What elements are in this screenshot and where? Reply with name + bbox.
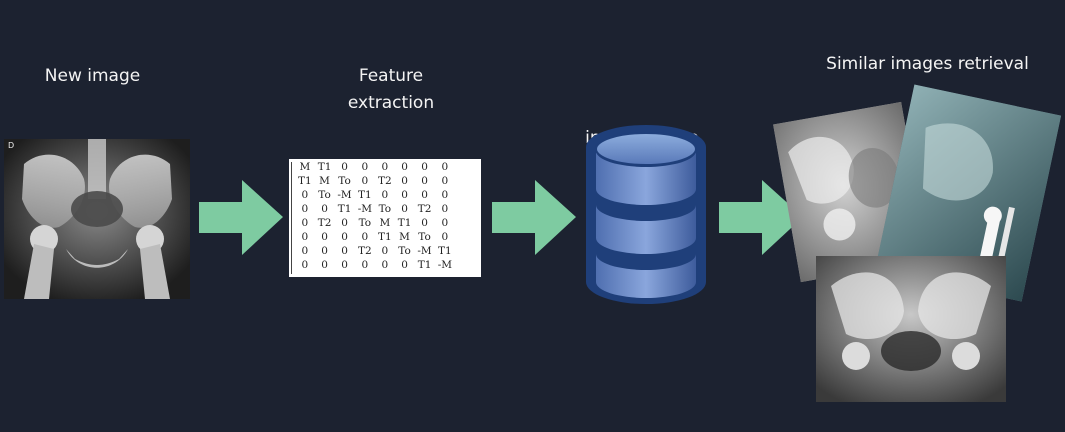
matrix-cell: 0 (301, 217, 309, 229)
matrix-cell: T1 (417, 259, 432, 271)
matrix-cell: -M (437, 259, 452, 271)
matrix-cell: 0 (441, 189, 449, 201)
matrix-cell: 0 (301, 189, 309, 201)
label-similar-images-retrieval: Similar images retrieval (805, 51, 1050, 78)
matrix-cell: To (378, 203, 392, 215)
matrix-cell: 0 (381, 189, 389, 201)
matrix-cell: 0 (341, 217, 348, 229)
matrix-cell: 0 (401, 161, 408, 173)
matrix-cell: To (398, 245, 411, 257)
matrix-cell: M (319, 175, 330, 187)
matrix-cell: 0 (441, 217, 449, 229)
matrix-row: 0 T2 0 To M T1 0 0 (295, 216, 455, 230)
matrix-cell: 0 (361, 231, 369, 243)
database-icon (586, 125, 706, 304)
matrix-cell: 0 (381, 245, 389, 257)
matrix-cell: T1 (298, 175, 312, 187)
matrix-cell: T1 (397, 217, 412, 229)
matrix-cell: 0 (341, 259, 348, 271)
matrix-cell: 0 (301, 245, 309, 257)
matrix-cell: -M (357, 203, 372, 215)
retrieved-image-3 (816, 256, 1006, 402)
arrow-right-icon (492, 180, 576, 255)
matrix-cell: 0 (441, 203, 449, 215)
matrix-cell: 0 (321, 259, 328, 271)
label-line: Similar images retrieval (826, 54, 1029, 74)
matrix-cell: T1 (358, 189, 372, 201)
label-line: Feature (358, 66, 424, 86)
matrix-cell: 0 (401, 189, 408, 201)
matrix-cell: M (299, 161, 311, 173)
matrix-cell: 0 (421, 217, 428, 229)
matrix-cell: To (318, 189, 331, 201)
matrix-cell: 0 (361, 161, 369, 173)
matrix-cell: 0 (421, 161, 428, 173)
matrix-cell: 0 (341, 231, 348, 243)
matrix-cell: 0 (441, 175, 449, 187)
matrix-cell: To (338, 175, 351, 187)
matrix-cell: 0 (341, 161, 348, 173)
xray-corner-marker: D (8, 141, 15, 150)
matrix-cell: 0 (441, 231, 449, 243)
pelvis-xray-image (816, 256, 1006, 402)
matrix-cell: M (379, 217, 391, 229)
matrix-row: T1 M To 0 T2 0 0 0 (295, 174, 455, 188)
label-feature-extraction: Feature extraction (320, 63, 462, 117)
matrix-cell: 0 (321, 203, 328, 215)
matrix-cell: T1 (378, 231, 392, 243)
matrix-cell: 0 (381, 161, 389, 173)
matrix-cell: 0 (361, 259, 369, 271)
label-line: New image (44, 66, 141, 86)
pelvis-xray-image (4, 139, 190, 299)
matrix-cell: T2 (358, 245, 372, 257)
matrix-cell: T1 (317, 161, 332, 173)
matrix-cell: T1 (438, 245, 452, 257)
matrix-cell: 0 (401, 175, 408, 187)
matrix-cell: T2 (417, 203, 432, 215)
arrow-right-icon (719, 180, 803, 255)
matrix-cell: 0 (341, 245, 348, 257)
matrix-cell: 0 (321, 245, 328, 257)
matrix-cell: T1 (337, 203, 352, 215)
matrix-cell: 0 (301, 259, 309, 271)
matrix-cell: 0 (301, 203, 309, 215)
new-image-xray: D (4, 139, 190, 299)
matrix-bracket (291, 162, 296, 274)
matrix-cell: -M (417, 245, 432, 257)
matrix-cell: -M (337, 189, 352, 201)
matrix-cell: 0 (441, 161, 449, 173)
matrix-cell: 0 (321, 231, 328, 243)
matrix-cell: 0 (361, 175, 369, 187)
matrix-cell: T2 (317, 217, 332, 229)
matrix-cell: 0 (301, 231, 309, 243)
arrow-right-icon (199, 180, 283, 255)
label-new-image: New image (20, 63, 165, 90)
matrix-cell: 0 (401, 203, 408, 215)
matrix-cell: To (418, 231, 431, 243)
matrix-cell: T2 (378, 175, 392, 187)
matrix-cell: 0 (421, 175, 428, 187)
matrix-cell: To (358, 217, 372, 229)
matrix-cell: 0 (381, 259, 389, 271)
matrix-cell: 0 (421, 189, 428, 201)
matrix-cell: 0 (401, 259, 408, 271)
matrix-cell: M (399, 231, 410, 243)
label-line: extraction (347, 93, 435, 113)
